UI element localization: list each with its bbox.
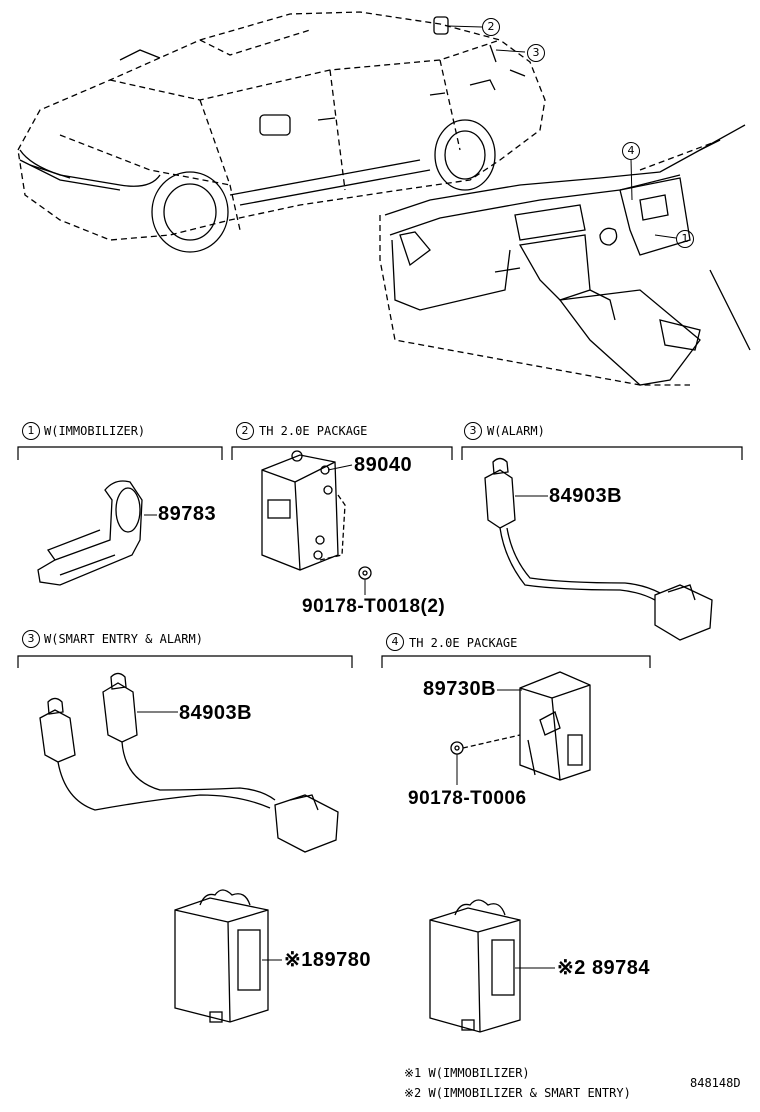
section-4-caption: TH 2.0E PACKAGE <box>409 636 518 650</box>
callout-2-circle: 2 <box>482 18 500 36</box>
dashboard-dashed-outline <box>379 139 721 386</box>
section-3-caption: W(ALARM) <box>487 424 545 438</box>
part-number-90178-t0006: 90178-T0006 <box>408 788 527 809</box>
car-solid-details <box>19 16 526 253</box>
footnote-2: ※2 W(IMMOBILIZER & SMART ENTRY) <box>404 1086 631 1100</box>
callout-number: 3 <box>532 46 540 59</box>
part-number-89730b: 89730B <box>423 678 497 700</box>
section-2-number: 2 <box>236 422 254 440</box>
section-1-caption: W(IMMOBILIZER) <box>44 424 146 438</box>
footnote-1: ※1 W(IMMOBILIZER) <box>404 1066 530 1080</box>
section-number: 2 <box>241 424 249 437</box>
section-2-caption: TH 2.0E PACKAGE <box>259 424 368 438</box>
part-number-90178-t0018: 90178-T0018(2) <box>302 596 446 617</box>
callout-1-circle: 1 <box>676 230 694 248</box>
section-number: 1 <box>27 424 35 437</box>
part-89784-drawing <box>429 899 555 1033</box>
callout-number: 4 <box>627 144 635 157</box>
part-number-84903b-alarm: 84903B <box>549 485 623 507</box>
callout-number: 2 <box>487 20 495 33</box>
part-89783-drawing <box>37 480 157 586</box>
part-84903b-alarm-drawing <box>484 457 713 641</box>
section-3b-caption: W(SMART ENTRY & ALARM) <box>44 632 203 646</box>
diagram-code: 848148D <box>690 1076 741 1090</box>
callout-3-circle: 3 <box>527 44 545 62</box>
part-number-89780: ※189780 <box>284 949 371 971</box>
callout-number: 1 <box>681 232 689 245</box>
part-89040-drawing <box>261 450 372 595</box>
section-4-number: 4 <box>386 633 404 651</box>
section-brackets <box>17 446 743 668</box>
part-89780-drawing <box>174 889 282 1023</box>
car-illustration <box>17 11 546 241</box>
section-number: 4 <box>391 635 399 648</box>
part-number-84903b-smart: 84903B <box>179 702 253 724</box>
section-3b-number: 3 <box>22 630 40 648</box>
part-84903b-smart-drawing <box>39 672 339 853</box>
part-number-89784: ※2 89784 <box>557 957 651 979</box>
part-number-89783: 89783 <box>158 503 217 525</box>
section-3-number: 3 <box>464 422 482 440</box>
section-1-number: 1 <box>22 422 40 440</box>
part-89730b-drawing <box>450 671 591 785</box>
callout-4-circle: 4 <box>622 142 640 160</box>
part-number-89040: 89040 <box>354 454 413 476</box>
section-number: 3 <box>469 424 477 437</box>
section-number: 3 <box>27 632 35 645</box>
dashboard-illustration <box>384 124 751 386</box>
